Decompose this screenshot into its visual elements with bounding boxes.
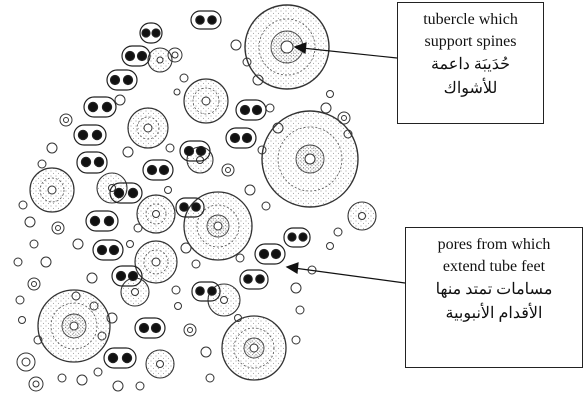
- tubercle: [121, 278, 149, 306]
- pore-pair: [93, 240, 123, 260]
- tubercle-label-en-line2: support spines: [398, 31, 543, 53]
- pore-pair: [226, 128, 256, 148]
- pore-pair: [255, 244, 285, 264]
- tubercle: [262, 111, 358, 207]
- tubercle: [348, 202, 376, 230]
- pores-label-box: pores from which extend tube feet مسامات…: [405, 227, 583, 368]
- pore-pair: [140, 23, 162, 43]
- tubercle: [184, 79, 228, 123]
- tubercle: [146, 350, 174, 378]
- tubercle: [38, 290, 110, 362]
- pore-pair: [84, 97, 116, 117]
- pore-pair: [143, 160, 173, 180]
- tubercle: [128, 108, 168, 148]
- pore-pair: [240, 270, 268, 289]
- pores-label-ar-line2: الأقدام الأنبوبية: [406, 302, 582, 326]
- pore-pair: [74, 125, 106, 145]
- tubercle: [135, 241, 177, 283]
- pores-label-en-line2: extend tube feet: [406, 256, 582, 278]
- pores-pointer-line: [294, 268, 405, 283]
- pores-label-ar-line1: مسامات تمتد منها: [406, 278, 582, 302]
- large-tubercles: [38, 5, 358, 380]
- tubercle-label-ar-line1: حُدَيبَة داعمة: [398, 53, 543, 77]
- pore-pair: [236, 100, 266, 120]
- pore-pair: [135, 318, 165, 338]
- tubercle: [184, 192, 252, 260]
- pore-pair: [284, 228, 310, 247]
- tubercle: [30, 168, 74, 212]
- pore-pair: [77, 152, 107, 173]
- tubercle: [222, 316, 286, 380]
- tubercle-label-en-line1: tubercle which: [398, 9, 543, 31]
- pore-pair: [86, 211, 118, 231]
- pores-label-en-line1: pores from which: [406, 234, 582, 256]
- tubercle: [137, 195, 175, 233]
- pore-pair: [104, 348, 136, 368]
- tubercle-label-box: tubercle which support spines حُدَيبَة د…: [397, 2, 544, 124]
- tubercle-label-ar-line2: للأشواك: [398, 77, 543, 101]
- pore-pair: [191, 11, 221, 29]
- pore-pair: [107, 70, 137, 90]
- tubercle: [245, 5, 329, 89]
- pore-pair: [122, 46, 150, 66]
- pores-arrowhead: [287, 263, 298, 273]
